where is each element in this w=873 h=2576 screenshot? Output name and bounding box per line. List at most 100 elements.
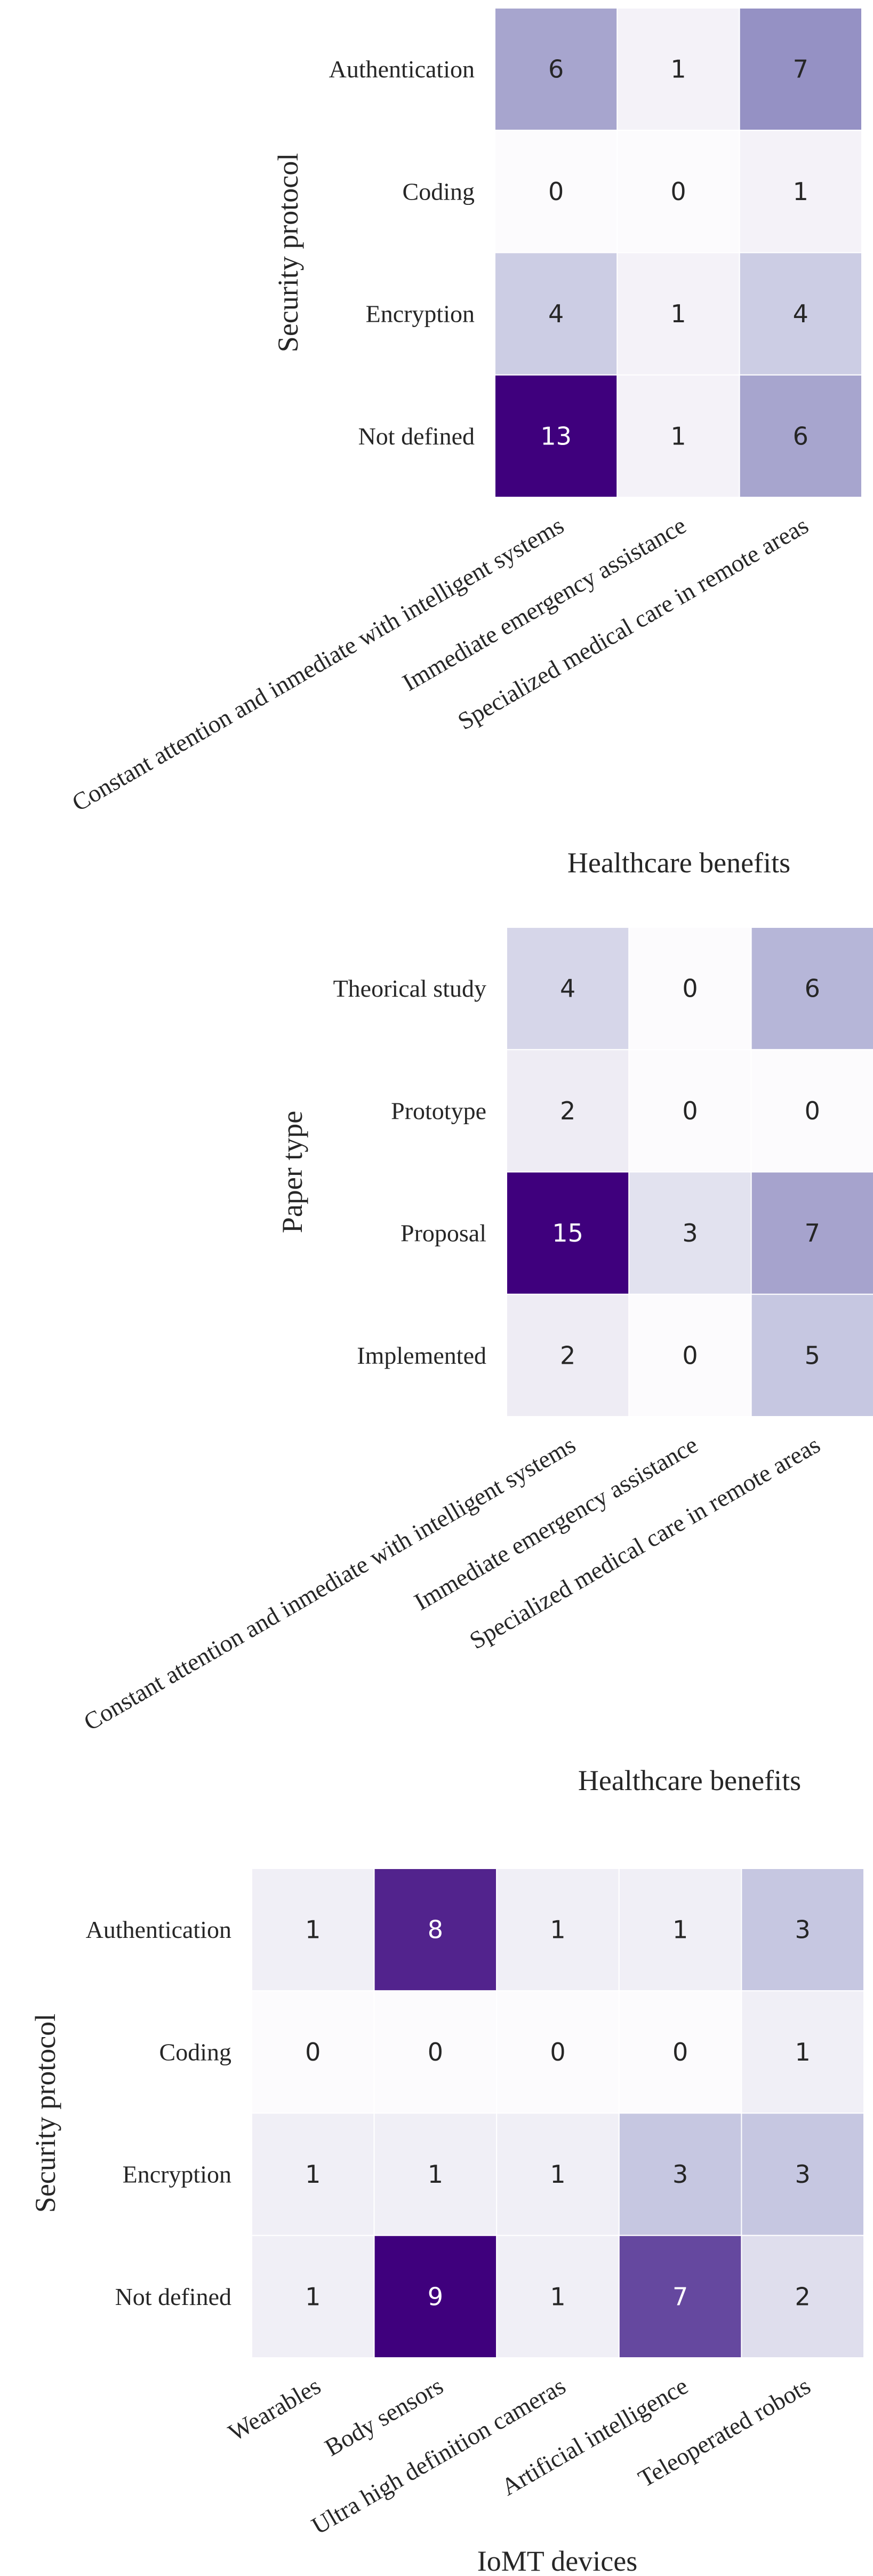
cell-value-label: 5 <box>805 1341 820 1370</box>
heatmap-cell <box>373 1990 498 2114</box>
heatmap-cell <box>741 1868 865 1992</box>
cell-value-label: 15 <box>552 1219 583 1247</box>
cell-value-label: 1 <box>672 1915 688 1944</box>
heatmap-cell <box>741 1990 865 2114</box>
heatmap-cell <box>494 374 618 498</box>
heatmap-cell <box>750 1049 873 1173</box>
heatmap-cell <box>616 252 740 376</box>
cell-value-label: 0 <box>682 974 698 1003</box>
y-axis-label: Paper type <box>276 1111 308 1233</box>
cell-value-label: 3 <box>795 2160 811 2189</box>
x-axis-label: Healthcare benefits <box>578 1764 801 1796</box>
heatmap-cell <box>739 130 862 253</box>
cell-value-label: 0 <box>305 2038 321 2066</box>
cell-value-label: 0 <box>672 2038 688 2066</box>
heatmap-cell <box>750 1293 873 1417</box>
cell-value-label: 1 <box>550 1915 565 1944</box>
x-tick-label: Constant attention and inmediate with in… <box>67 511 568 816</box>
cell-value-label: 13 <box>540 422 572 450</box>
heatmap-cell <box>506 1049 630 1173</box>
y-tick-label: Encryption <box>366 300 475 328</box>
y-tick-label: Coding <box>403 178 475 205</box>
cell-value-label: 1 <box>428 2160 443 2189</box>
cell-value-label: 6 <box>548 55 564 84</box>
heatmap-cell <box>251 1990 375 2114</box>
cell-value-label: 4 <box>793 299 808 328</box>
cell-value-label: 2 <box>560 1341 575 1370</box>
cell-value-label: 7 <box>672 2282 688 2311</box>
heatmap-cell <box>739 374 862 498</box>
heatmap-cell <box>628 1049 752 1173</box>
heatmap-cell <box>506 1293 630 1417</box>
cell-value-label: 0 <box>548 177 564 206</box>
cell-value-label: 1 <box>305 2282 321 2311</box>
y-tick-label: Encryption <box>123 2161 231 2188</box>
cell-value-label: 2 <box>560 1096 575 1125</box>
cell-value-label: 0 <box>550 2038 565 2066</box>
y-axis-label: Security protocol <box>272 153 304 352</box>
heatmap-cell <box>750 927 873 1051</box>
heatmap-cell <box>618 2112 742 2236</box>
heatmap-cell <box>618 1990 742 2114</box>
cell-value-label: 1 <box>670 422 686 450</box>
x-axis-label: Healthcare benefits <box>567 847 790 879</box>
cell-value-label: 1 <box>305 1915 321 1944</box>
cell-value-label: 0 <box>428 2038 443 2066</box>
y-tick-label: Not defined <box>115 2283 231 2310</box>
heatmap-cell <box>373 2112 498 2236</box>
cell-value-label: 9 <box>428 2282 443 2311</box>
heatmap-cell <box>628 1171 752 1295</box>
cell-value-label: 1 <box>795 2038 811 2066</box>
cell-value-label: 1 <box>793 177 808 206</box>
y-tick-label: Prototype <box>391 1097 486 1124</box>
cell-value-label: 4 <box>548 299 564 328</box>
cell-value-label: 0 <box>682 1341 698 1370</box>
cell-value-label: 1 <box>550 2282 565 2311</box>
y-axis-label: Security protocol <box>29 2014 61 2213</box>
y-tick-label: Authentication <box>86 1916 231 1943</box>
cell-value-label: 4 <box>560 974 575 1003</box>
cell-value-label: 0 <box>682 1096 698 1125</box>
heatmap-cell <box>741 2235 865 2358</box>
heatmap-cell <box>628 927 752 1051</box>
heatmap-cell <box>494 7 618 131</box>
y-tick-label: Authentication <box>329 55 475 83</box>
heatmap-cell <box>618 2235 742 2358</box>
cell-value-label: 8 <box>428 1915 443 1944</box>
heatmap-cell <box>616 130 740 253</box>
cell-value-label: 3 <box>672 2160 688 2189</box>
y-tick-label: Coding <box>159 2038 231 2065</box>
cell-value-label: 3 <box>795 1915 811 1944</box>
heatmap-cell <box>496 2235 620 2358</box>
heatmap-cell <box>251 2235 375 2358</box>
cell-value-label: 0 <box>805 1096 820 1125</box>
heatmap-cell <box>494 130 618 253</box>
cell-value-label: 3 <box>682 1219 698 1247</box>
x-tick-label: Constant attention and inmediate with in… <box>79 1430 580 1736</box>
heatmap-cell <box>741 2112 865 2236</box>
heatmap-cell <box>739 7 862 131</box>
y-tick-label: Proposal <box>401 1220 486 1247</box>
x-axis-label: IoMT devices <box>477 2545 637 2576</box>
cell-value-label: 2 <box>795 2282 811 2311</box>
cell-value-label: 6 <box>793 422 808 450</box>
cell-value-label: 7 <box>793 55 808 84</box>
cell-value-label: 1 <box>670 55 686 84</box>
cell-value-label: 6 <box>805 974 820 1003</box>
heatmap-cell <box>628 1293 752 1417</box>
heatmap-cell <box>616 7 740 131</box>
cell-value-label: 0 <box>670 177 686 206</box>
y-tick-label: Not defined <box>358 423 475 450</box>
x-tick-label: Wearables <box>223 2372 325 2446</box>
cell-value-label: 7 <box>805 1219 820 1247</box>
cell-value-label: 1 <box>305 2160 321 2189</box>
heatmap-cell <box>618 1868 742 1992</box>
y-tick-label: Implemented <box>357 1342 486 1369</box>
heatmap-cell <box>750 1171 873 1295</box>
heatmap-cell <box>506 927 630 1051</box>
heatmap-cell <box>496 1868 620 1992</box>
